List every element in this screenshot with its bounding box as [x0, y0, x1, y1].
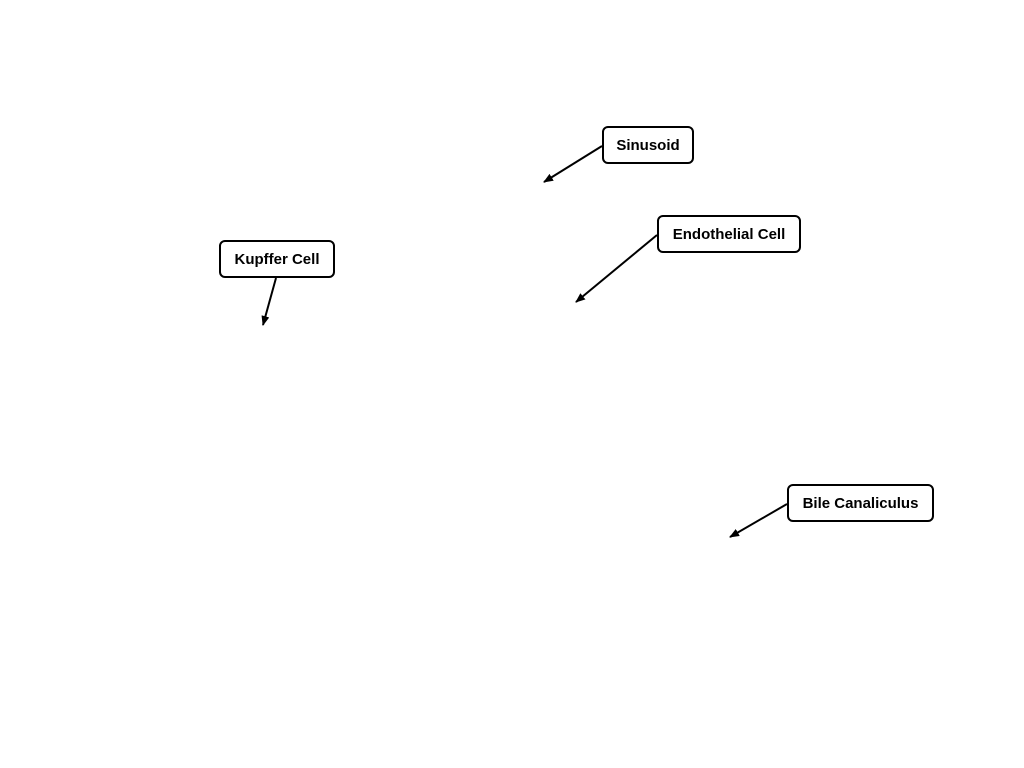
- endothelial-cell-label: Endothelial Cell: [657, 215, 801, 253]
- kupffer-cell-label: Kupffer Cell: [219, 240, 335, 278]
- kupffer-cell-arrow: [261, 277, 277, 326]
- bile-canaliculus-label: Bile Canaliculus: [787, 484, 934, 522]
- endothelial-cell-arrow: [575, 234, 658, 303]
- bile-canaliculus-arrow: [729, 503, 788, 538]
- sinusoid-label: Sinusoid: [602, 126, 694, 164]
- sinusoid-arrow: [543, 145, 603, 183]
